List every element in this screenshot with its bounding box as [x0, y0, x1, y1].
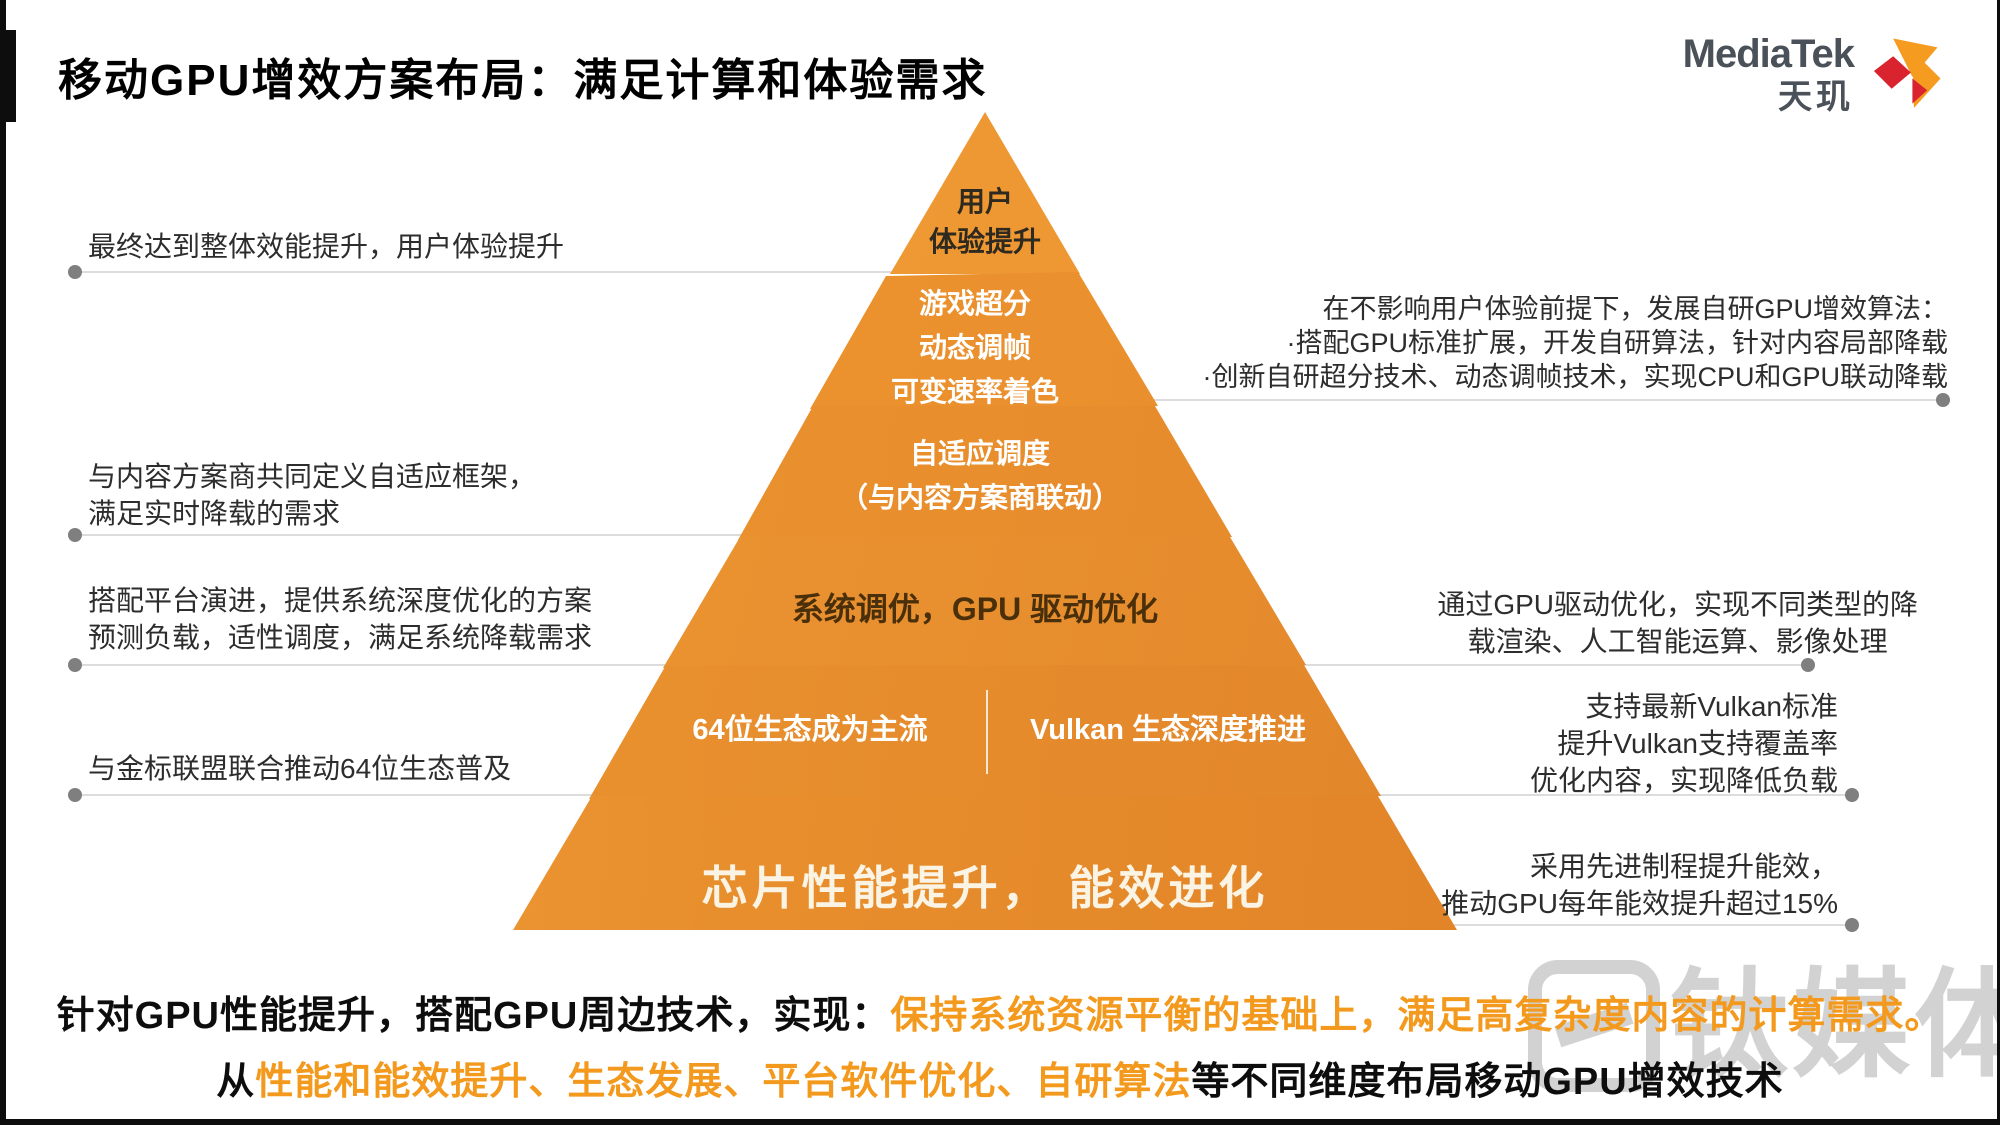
right-note-gpu-driver-optimization: 通过GPU驱动优化，实现不同类型的降 载渲染、人工智能运算、影像处理 — [1437, 589, 1918, 657]
mediatek-diamond-icon — [1873, 38, 1941, 109]
titanium-media-watermark: 钛媒体 — [1528, 960, 2000, 1092]
layer-label-user-experience: 用户 体验提升 — [928, 186, 1042, 257]
right-edge-border — [1997, 0, 2000, 1125]
watermark-logo-icon — [1528, 960, 1660, 1092]
mediatek-logo-brand: MediaTek — [1682, 32, 1855, 76]
right-connector-dot-4 — [1845, 918, 1859, 932]
left-connector-3 — [75, 664, 672, 666]
summary-line1-black: 针对GPU性能提升，搭配GPU周边技术，实现： — [56, 995, 891, 1037]
layer-label-64bit-ecosystem: 64位生态成为主流 — [692, 714, 928, 746]
right-note-self-developed-algorithms: 在不影响用户体验前提下，发展自研GPU增效算法： ·搭配GPU标准扩展，开发自研… — [1202, 294, 1948, 392]
watermark-text: 钛媒体 — [1670, 960, 2000, 1092]
mediatek-logo: MediaTek 天玑 — [1683, 34, 1942, 114]
summary-line1-orange: 保持系统资源平衡的基础上，满足高复杂度内容的计算需求。 — [890, 995, 1944, 1037]
left-connector-2 — [75, 534, 747, 536]
right-connector-3 — [1377, 794, 1852, 796]
title-accent-bar — [0, 30, 16, 122]
left-connector-dot-1 — [68, 265, 82, 279]
right-note-vulkan-support: 支持最新Vulkan标准 提升Vulkan支持覆盖率 优化内容，实现降低负载 — [1529, 691, 1838, 796]
layer-label-chip-performance: 芯片性能提升， 能效进化 — [701, 862, 1269, 914]
mediatek-logo-sub-brand: 天玑 — [1778, 78, 1854, 116]
summary-line2-black-start: 从 — [216, 1061, 256, 1103]
right-connector-dot-1 — [1936, 393, 1950, 407]
right-connector-1 — [1148, 399, 1943, 401]
left-note-64bit-alliance: 与金标联盟联合推动64位生态普及 — [88, 753, 512, 784]
layer5-divider — [986, 690, 988, 774]
left-note-adaptive-framework: 与内容方案商共同定义自适应框架， 满足实时降载的需求 — [88, 461, 537, 529]
bottom-edge-border — [0, 1119, 2000, 1125]
right-connector-dot-3 — [1845, 788, 1859, 802]
page-title: 移动GPU增效方案布局：满足计算和体验需求 — [58, 56, 988, 105]
left-connector-dot-2 — [68, 528, 82, 542]
right-note-advanced-process: 采用先进制程提升能效， 推动GPU每年能效提升超过15% — [1441, 851, 1838, 919]
right-connector-2 — [1302, 664, 1808, 666]
left-connector-dot-4 — [68, 788, 82, 802]
layer-label-vulkan-ecosystem: Vulkan 生态深度推进 — [1029, 714, 1307, 746]
left-note-platform-evolution: 搭配平台演进，提供系统深度优化的方案 预测负载，适性调度，满足系统降载需求 — [88, 585, 593, 653]
left-note-overall-efficiency: 最终达到整体效能提升，用户体验提升 — [88, 231, 565, 262]
right-connector-4 — [1448, 924, 1852, 926]
layer-label-system-tuning: 系统调优，GPU 驱动优化 — [791, 591, 1159, 627]
left-connector-1 — [75, 271, 897, 273]
summary-line-1: 针对GPU性能提升，搭配GPU周边技术，实现：保持系统资源平衡的基础上，满足高复… — [0, 984, 2000, 1039]
left-edge-border — [0, 0, 6, 1125]
left-connector-4 — [75, 794, 600, 796]
summary-line2-black-end: 等不同维度布局移动GPU增效技术 — [1191, 1061, 1784, 1103]
left-connector-dot-3 — [68, 658, 82, 672]
summary-line2-orange: 性能和能效提升、生态发展、平台软件优化、自研算法 — [255, 1061, 1192, 1103]
right-connector-dot-2 — [1801, 658, 1815, 672]
summary-line-2: 从性能和能效提升、生态发展、平台软件优化、自研算法等不同维度布局移动GPU增效技… — [0, 1050, 2000, 1105]
layer-label-adaptive-scheduling: 自适应调度 （与内容方案商联动） — [839, 438, 1121, 513]
layer-label-game-tech: 游戏超分 动态调帧 可变速率着色 — [890, 288, 1060, 407]
